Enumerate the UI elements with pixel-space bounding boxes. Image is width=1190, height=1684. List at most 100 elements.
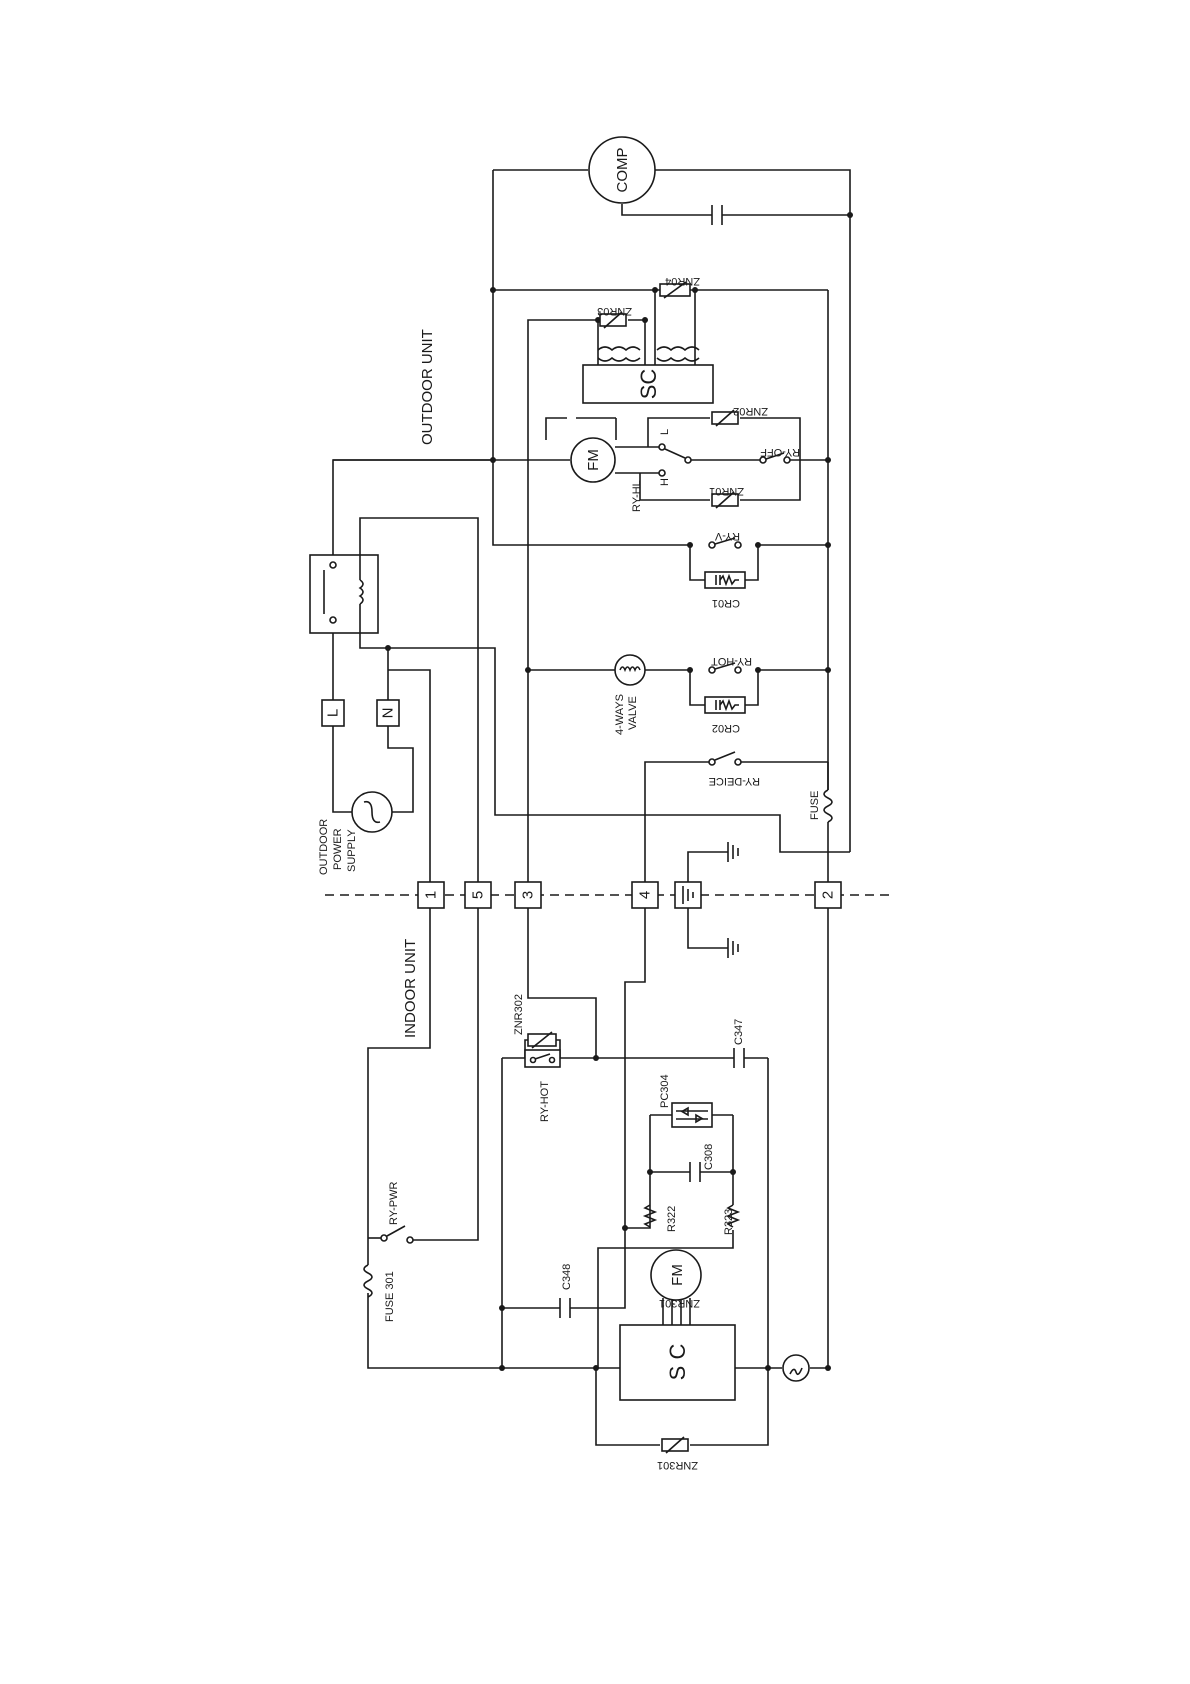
fuse-outdoor-label: FUSE (809, 791, 821, 820)
znr04-label: ZNR04 (665, 275, 700, 287)
junction-dot (647, 1169, 653, 1175)
switch-contact (709, 759, 715, 765)
pc304: PC304 (659, 1074, 712, 1127)
cr01: CR01 (705, 572, 745, 609)
relay-block (310, 555, 378, 633)
switch-contact (659, 470, 665, 476)
wire-comp-cap (622, 204, 712, 215)
ground-indoor-icon (728, 938, 738, 958)
terminal-l-label: L (325, 709, 342, 717)
ry-off-label: RY-OFF (760, 446, 800, 458)
fm-indoor-label: FM (669, 1264, 686, 1286)
c347-label: C347 (733, 1019, 745, 1045)
wire-deice (645, 762, 710, 895)
power-supply-label-3: SUPPLY (346, 829, 358, 872)
wire-cr02-r (745, 670, 758, 705)
ry-hot-outdoor: RY-HOT (709, 655, 752, 673)
ry-pwr: RY-PWR (368, 1182, 413, 1243)
switch-contact (685, 457, 691, 463)
c308: C308 (690, 1144, 715, 1182)
r323-label: R323 (723, 1209, 735, 1235)
terminal-3-label: 3 (520, 891, 537, 899)
wire-cr01 (690, 545, 705, 580)
c308-label: C308 (703, 1144, 715, 1170)
l-terminal: L (322, 670, 344, 726)
terminal-4-label: 4 (637, 891, 654, 899)
ry-hot-outdoor-label: RY-HOT (711, 655, 752, 667)
ground-outdoor-icon (728, 842, 738, 862)
znr01: ZNR01 (709, 485, 744, 508)
junction-dot (687, 542, 693, 548)
power-supply-label-1: OUTDOOR (318, 819, 330, 875)
wire-relay-coil-bot (360, 625, 850, 852)
wire-n-supply (388, 726, 413, 812)
ry-hot-indoor: RY-HOT (525, 1050, 560, 1122)
c347: C347 (733, 1019, 745, 1068)
junction-dot (825, 667, 831, 673)
r323: R323 (723, 1205, 738, 1235)
junction-dot (593, 1365, 599, 1371)
c348-label: C348 (561, 1264, 573, 1290)
znr03: ZNR03 (597, 305, 632, 328)
ry-hl-label: RY-HL (631, 480, 643, 512)
znr02: ZNR02 (712, 405, 768, 426)
znr02-label: ZNR02 (733, 405, 768, 417)
wire-in-t2 (810, 895, 828, 1368)
sc-indoor: S C (620, 1325, 735, 1400)
fan-motor-outdoor: FM (571, 438, 615, 482)
thermal-fuse-indoor (783, 1355, 809, 1381)
ry-hot-indoor-label: RY-HOT (539, 1081, 551, 1122)
cr02-label: CR02 (712, 722, 740, 734)
n-terminal: N (377, 670, 399, 726)
coil-icon (598, 358, 640, 361)
coil-icon (598, 347, 640, 350)
junction-dot (847, 212, 853, 218)
comp-capacitor (712, 205, 722, 225)
switch-contact (381, 1235, 387, 1241)
junction-dot (825, 1365, 831, 1371)
outdoor-unit-title: OUTDOOR UNIT (419, 329, 436, 445)
terminal-n-label: N (380, 708, 397, 719)
znr301-bottom-label: ZNR301 (657, 1459, 698, 1471)
switch-contact (550, 1058, 555, 1063)
power-supply: OUTDOOR POWER SUPPLY (318, 792, 392, 875)
cr01-label: CR01 (712, 597, 740, 609)
junction-dot (525, 667, 531, 673)
wire-cr02 (690, 670, 705, 705)
junction-dot (593, 1055, 599, 1061)
terminal-5-label: 5 (470, 891, 487, 899)
terminal-1-label: 1 (423, 891, 440, 899)
fuse301-label: FUSE 301 (384, 1271, 396, 1322)
switch-contact (659, 444, 665, 450)
ry-deice: RY-DEICE (709, 752, 760, 787)
fuse-icon (824, 790, 832, 822)
znr301-bottom: ZNR301 (657, 1437, 698, 1471)
sc-outdoor-label: SC (636, 369, 661, 400)
wire-cr01-r (745, 545, 758, 580)
junction-dot (755, 542, 761, 548)
switch-contact (735, 759, 741, 765)
indoor-unit-title: INDOOR UNIT (402, 939, 419, 1038)
thermal-fuse-symbol (783, 1355, 809, 1381)
wire-bottom-row (368, 1293, 620, 1368)
wire-fm-cap (546, 418, 567, 440)
l-label: L (659, 429, 671, 435)
junction-dot (825, 457, 831, 463)
wire-l-bus (333, 170, 493, 560)
ry-deice-label: RY-DEICE (709, 775, 760, 787)
wire-comp-right (654, 170, 850, 852)
photocoupler-box (672, 1103, 712, 1127)
junction-dot (755, 667, 761, 673)
wire-in-t4 (625, 895, 645, 1228)
c348: C348 (560, 1264, 573, 1318)
junction-dot (490, 287, 496, 293)
junction-dot (730, 1169, 736, 1175)
power-supply-label-2: POWER (332, 828, 344, 870)
wire-in-t5 (412, 895, 478, 1240)
junction-dot (642, 317, 648, 323)
ry-pwr-label: RY-PWR (388, 1182, 400, 1225)
fuse-outdoor: FUSE (809, 790, 832, 822)
wire-znr02-r (740, 418, 800, 500)
coil-icon (657, 347, 699, 350)
